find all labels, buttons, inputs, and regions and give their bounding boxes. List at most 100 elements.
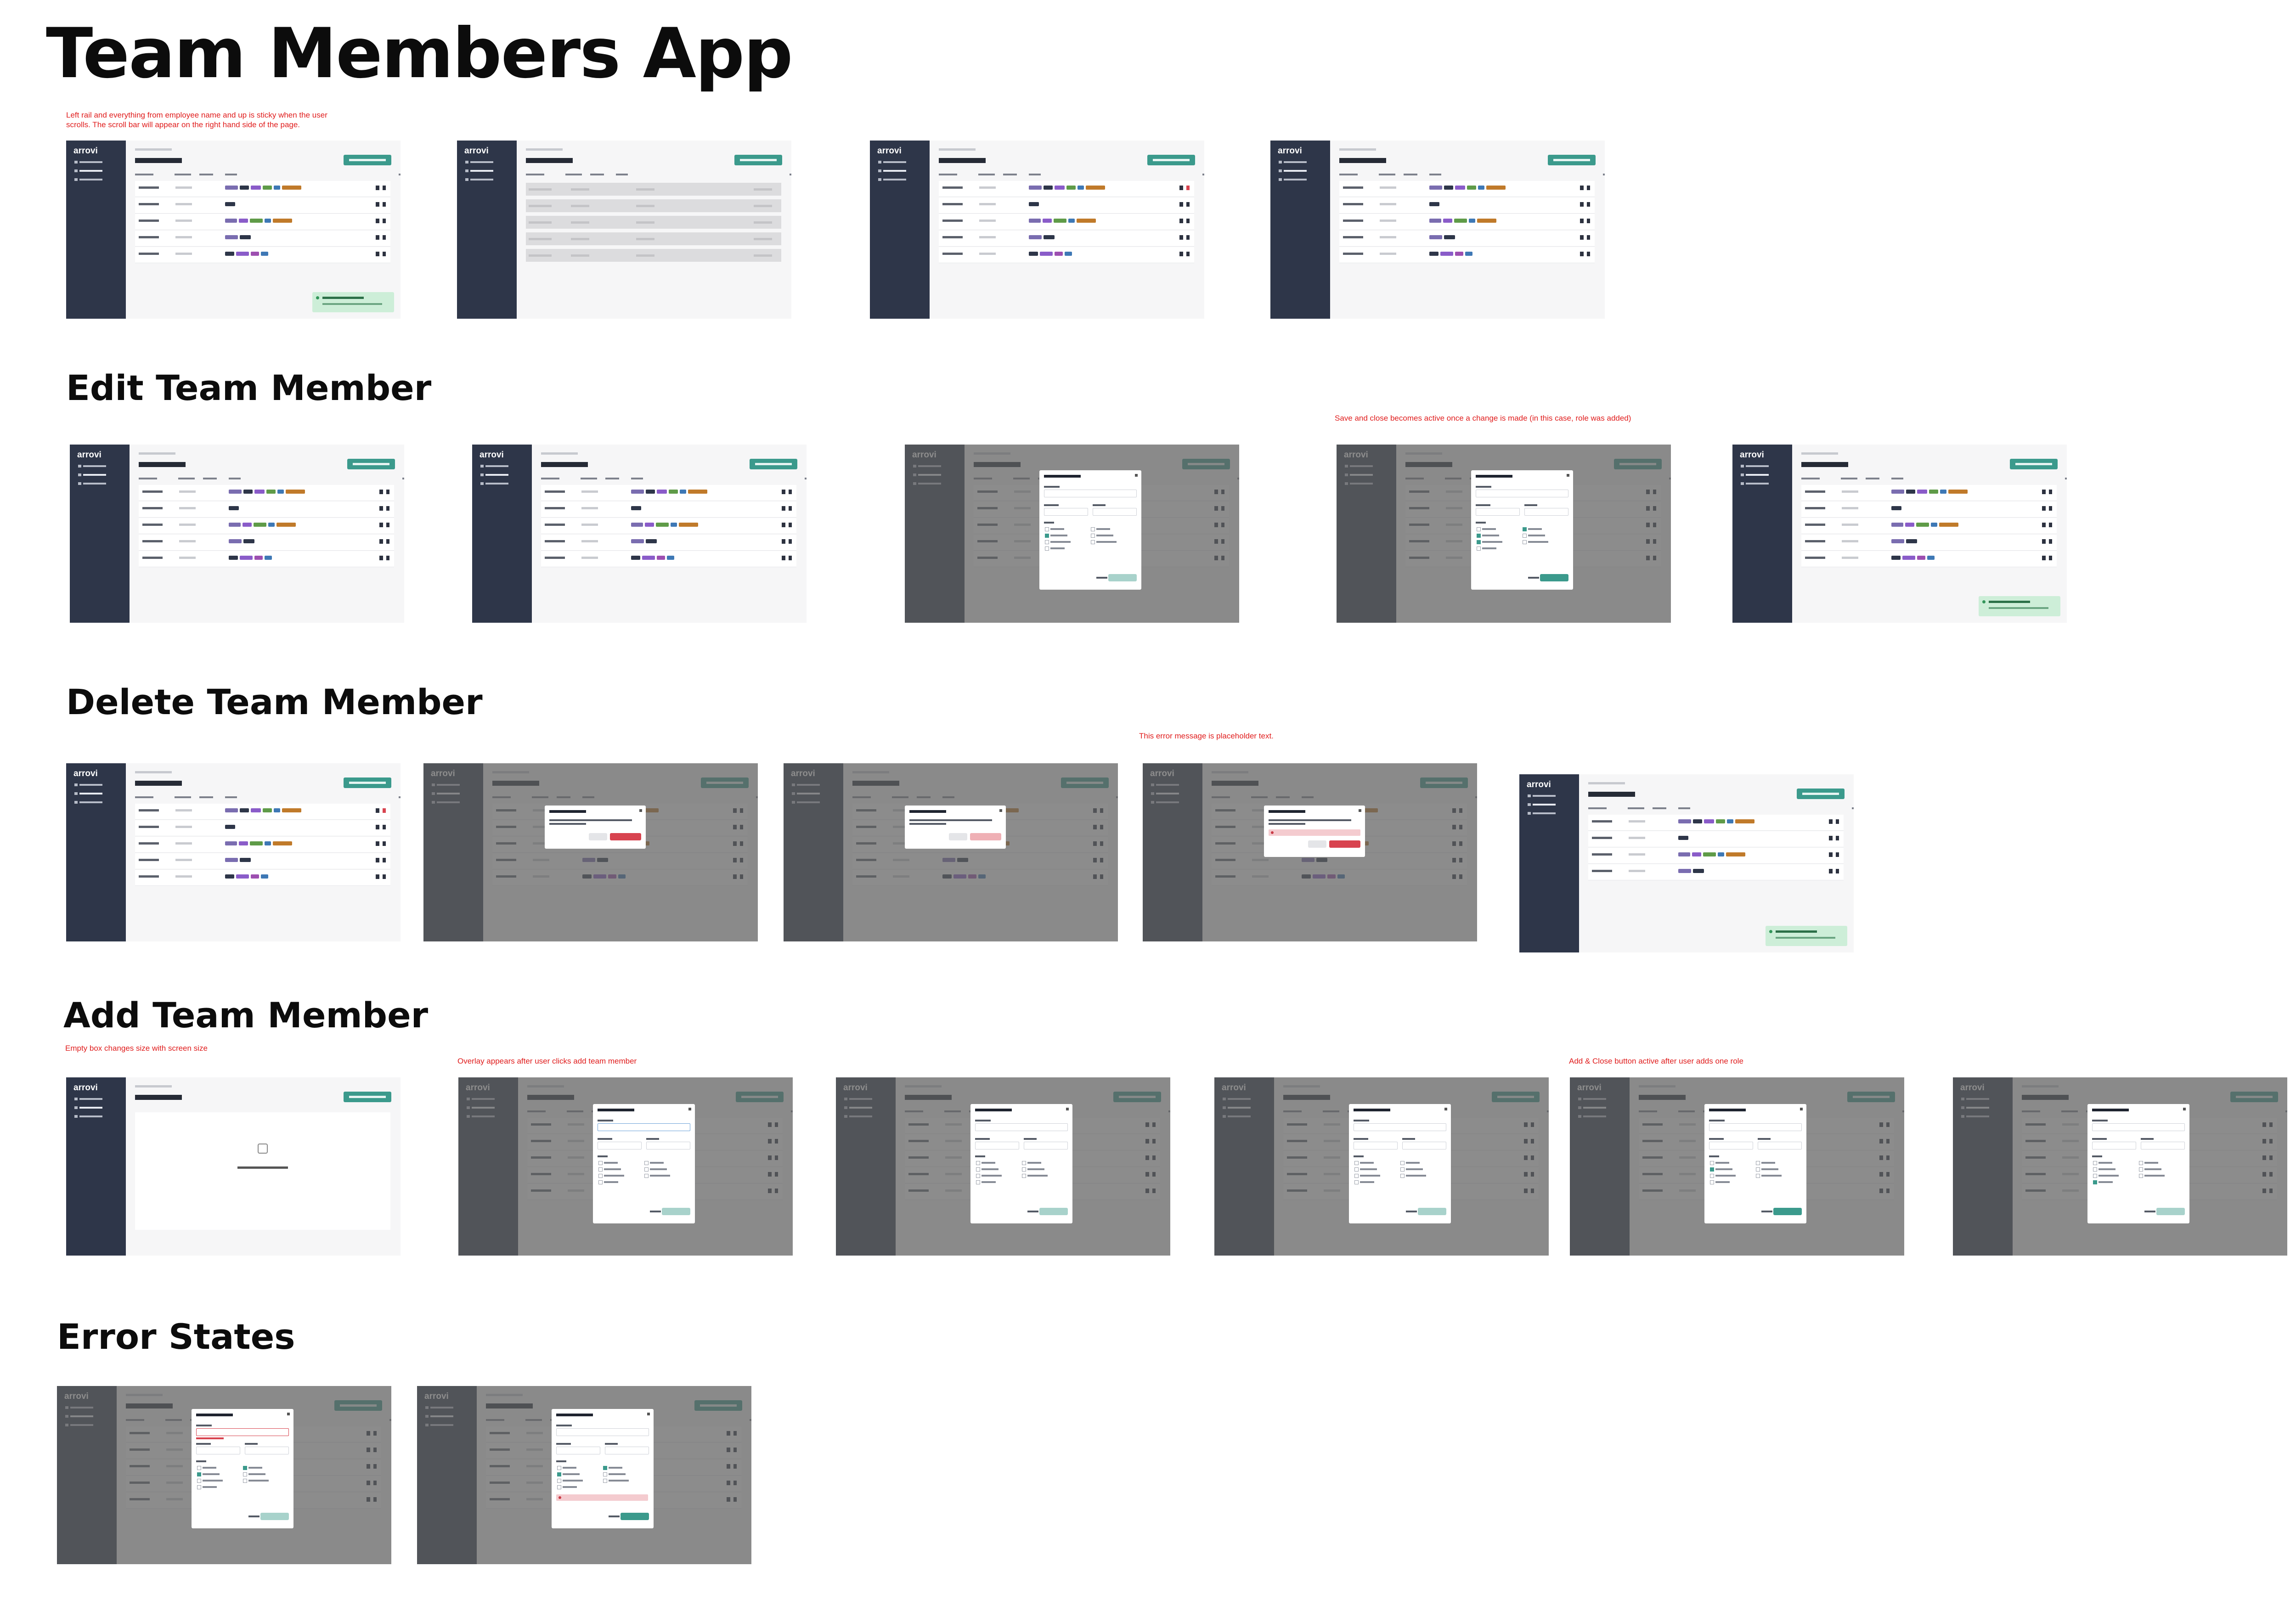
role-checkbox[interactable] [1477, 546, 1481, 551]
edit-icon[interactable] [2042, 556, 2046, 560]
delete-icon[interactable] [2049, 556, 2052, 560]
role-checkbox[interactable] [603, 1479, 607, 1483]
role-checkbox[interactable] [1523, 527, 1527, 531]
role-checkbox[interactable] [598, 1174, 603, 1178]
close-icon[interactable] [1135, 474, 1138, 477]
add-team-member-button[interactable] [344, 777, 391, 788]
sidebar-item-dashboard[interactable] [480, 465, 529, 468]
role-checkbox[interactable] [644, 1174, 649, 1178]
edit-icon[interactable] [376, 841, 379, 846]
close-icon[interactable] [1567, 474, 1569, 477]
delete-icon[interactable] [2049, 523, 2052, 527]
edit-icon[interactable] [379, 523, 383, 527]
delete-icon[interactable] [386, 490, 389, 494]
role-checkbox[interactable] [1354, 1174, 1359, 1178]
end-date-input[interactable] [2141, 1142, 2185, 1149]
end-date-input[interactable] [646, 1142, 690, 1149]
edit-icon[interactable] [376, 874, 379, 879]
sidebar-item-dashboard[interactable] [74, 1098, 123, 1100]
cancel-button[interactable] [609, 1515, 620, 1517]
save-close-button[interactable] [1540, 574, 1568, 581]
delete-icon[interactable] [789, 539, 792, 544]
delete-icon[interactable] [1587, 202, 1590, 207]
delete-icon[interactable] [386, 523, 389, 527]
delete-icon[interactable] [383, 825, 386, 829]
edit-icon[interactable] [1829, 852, 1833, 857]
start-date-input[interactable] [1709, 1142, 1753, 1149]
delete-icon[interactable] [383, 219, 386, 223]
role-checkbox[interactable] [197, 1485, 201, 1489]
add-close-button[interactable] [662, 1208, 690, 1215]
edit-icon[interactable] [2042, 490, 2046, 494]
edit-icon[interactable] [1580, 202, 1584, 207]
cancel-button[interactable] [589, 833, 607, 840]
role-checkbox[interactable] [644, 1161, 649, 1165]
full-name-input[interactable] [598, 1123, 690, 1131]
delete-icon[interactable] [789, 490, 792, 494]
role-checkbox[interactable] [598, 1180, 603, 1184]
delete-icon[interactable] [383, 858, 386, 862]
add-team-member-button[interactable] [750, 459, 797, 469]
delete-confirm-button[interactable] [970, 833, 1001, 840]
sidebar-item-projects[interactable] [878, 178, 927, 181]
sidebar-item-projects[interactable] [74, 1115, 123, 1118]
cancel-button[interactable] [949, 833, 967, 840]
edit-icon[interactable] [1829, 836, 1833, 840]
sidebar-item-team-members[interactable] [74, 792, 123, 795]
edit-icon[interactable] [1179, 186, 1183, 190]
role-checkbox[interactable] [1022, 1167, 1026, 1172]
sidebar-item-dashboard[interactable] [1741, 465, 1789, 468]
role-checkbox[interactable] [1045, 546, 1049, 551]
end-date-input[interactable] [1524, 508, 1568, 516]
full-name-input[interactable] [975, 1123, 1068, 1131]
sidebar-item-team-members[interactable] [465, 169, 514, 172]
role-checkbox[interactable] [1354, 1161, 1359, 1165]
cancel-button[interactable] [1308, 840, 1326, 848]
role-checkbox[interactable] [1523, 540, 1527, 544]
role-checkbox[interactable] [1091, 540, 1095, 544]
start-date-input[interactable] [2092, 1142, 2136, 1149]
sidebar-item-projects[interactable] [1741, 482, 1789, 485]
role-checkbox[interactable] [603, 1472, 607, 1476]
delete-icon[interactable] [386, 556, 389, 560]
sidebar-item-projects[interactable] [480, 482, 529, 485]
cancel-button[interactable] [1406, 1211, 1417, 1212]
sidebar-item-team-members[interactable] [480, 473, 529, 476]
delete-icon[interactable] [1186, 252, 1190, 256]
delete-icon[interactable] [1836, 869, 1839, 873]
add-team-member-button[interactable] [2010, 459, 2058, 469]
role-checkbox[interactable] [2093, 1161, 2097, 1165]
edit-icon[interactable] [1580, 252, 1584, 256]
delete-icon[interactable] [1186, 235, 1190, 240]
delete-icon[interactable] [789, 523, 792, 527]
sidebar-item-dashboard[interactable] [74, 783, 123, 786]
full-name-input[interactable] [196, 1428, 289, 1436]
role-checkbox[interactable] [1477, 534, 1481, 538]
delete-icon[interactable] [789, 556, 792, 560]
role-checkbox[interactable] [1091, 527, 1095, 531]
save-close-button[interactable] [621, 1513, 649, 1520]
close-icon[interactable] [688, 1108, 691, 1110]
edit-icon[interactable] [782, 523, 785, 527]
sidebar-item-dashboard[interactable] [465, 161, 514, 163]
edit-icon[interactable] [1179, 202, 1183, 207]
save-close-button[interactable] [1108, 574, 1137, 581]
cancel-button[interactable] [2144, 1211, 2155, 1212]
role-checkbox[interactable] [2139, 1161, 2143, 1165]
end-date-input[interactable] [1402, 1142, 1446, 1149]
role-checkbox[interactable] [197, 1479, 201, 1483]
close-icon[interactable] [287, 1413, 290, 1415]
edit-icon[interactable] [376, 235, 379, 240]
edit-icon[interactable] [2042, 539, 2046, 544]
end-date-input[interactable] [1093, 508, 1137, 516]
edit-icon[interactable] [379, 506, 383, 511]
role-checkbox[interactable] [1523, 534, 1527, 538]
edit-icon[interactable] [2042, 506, 2046, 511]
role-checkbox[interactable] [976, 1167, 980, 1172]
role-checkbox[interactable] [243, 1479, 247, 1483]
role-checkbox[interactable] [2139, 1167, 2143, 1172]
add-team-member-button[interactable] [1797, 789, 1845, 799]
sidebar-item-projects[interactable] [74, 178, 123, 181]
cancel-button[interactable] [1027, 1211, 1038, 1212]
edit-icon[interactable] [376, 252, 379, 256]
